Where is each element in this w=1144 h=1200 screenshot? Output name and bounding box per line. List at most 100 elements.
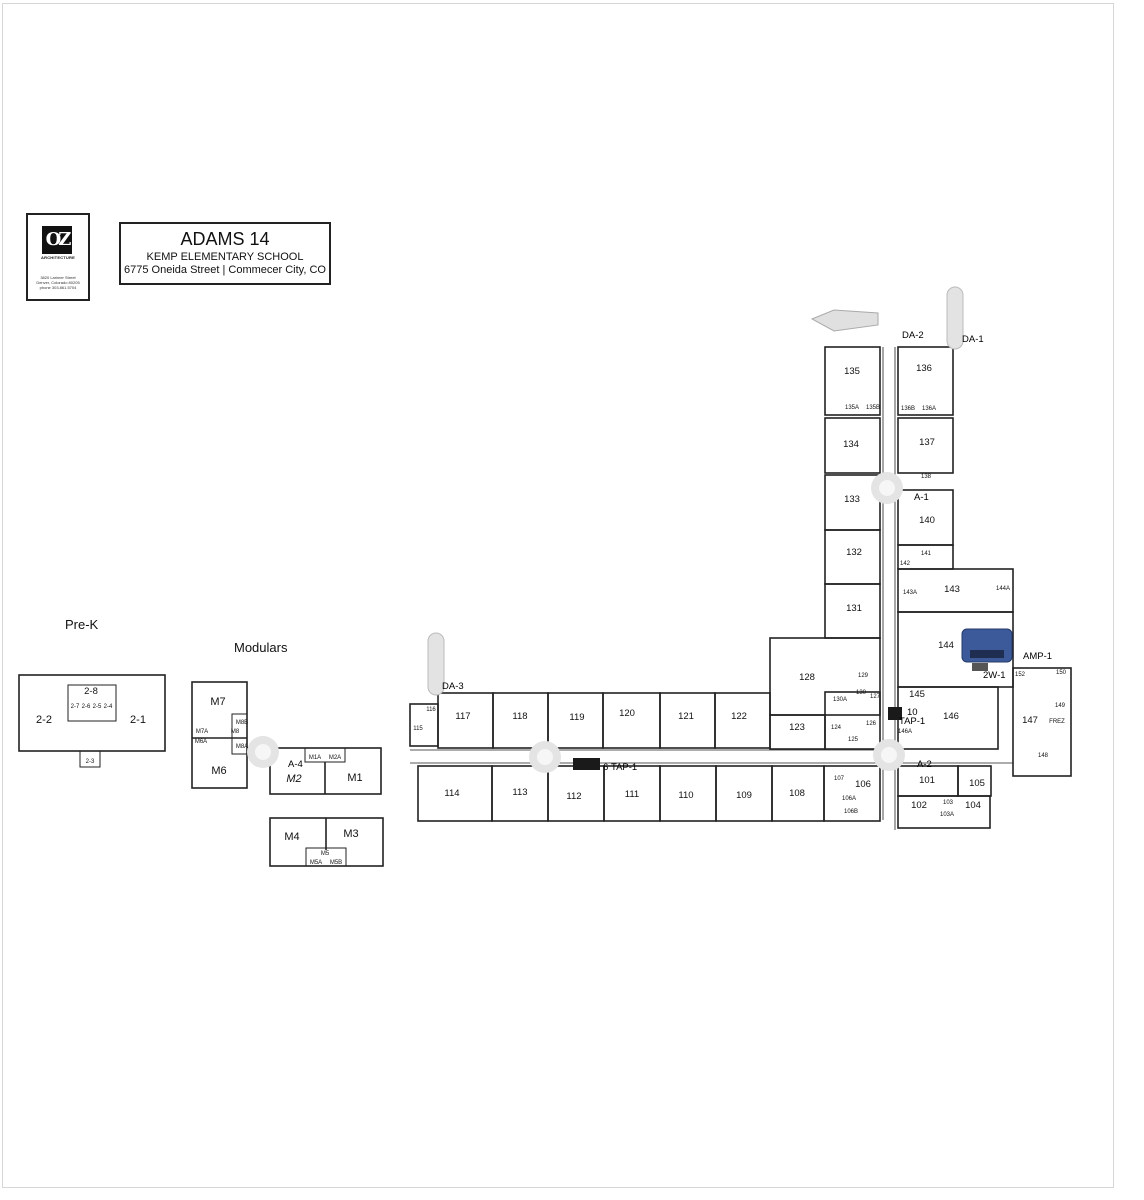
room-label: 143 <box>944 584 960 595</box>
room-label: 141 <box>921 551 932 557</box>
room-label: 101 <box>919 775 935 786</box>
room-label: 135 <box>844 366 860 377</box>
room-label: 138 <box>921 474 932 480</box>
room-label: 2-5 <box>93 704 102 710</box>
room-label: 140 <box>919 515 935 526</box>
room-label: 146 <box>943 711 959 722</box>
room-labels: 135 136 134 137 133 140 132 131 143 144 … <box>413 363 1066 818</box>
room-label: 2-7 <box>71 704 80 710</box>
room-label: 111 <box>625 789 639 800</box>
room-label: 145 <box>909 689 925 700</box>
room-label: 110 <box>678 790 693 801</box>
room-label: 135B <box>866 405 880 411</box>
room-label: 136 <box>916 363 932 374</box>
room-label: 144 <box>938 640 954 651</box>
logo-mark: OZ <box>42 226 72 254</box>
room-label: 106B <box>844 809 858 815</box>
room-label: 106 <box>855 779 871 790</box>
room-label: 126 <box>866 721 877 727</box>
room-label: 144A <box>996 586 1010 592</box>
room-label: 2-3 <box>86 759 95 765</box>
room-label: 116 <box>426 707 436 713</box>
da-3-antenna-icon <box>427 632 445 696</box>
equipment-label: 10 <box>907 707 918 718</box>
logo-address-line: phone 303.861.5704 <box>39 285 77 290</box>
room-label: 150 <box>1056 670 1067 676</box>
room-label: M2 <box>286 773 301 785</box>
room-label: 108 <box>789 788 805 799</box>
room-label: 148 <box>1038 753 1049 759</box>
room-label: 109 <box>736 790 752 801</box>
room-label: M4 <box>284 831 299 843</box>
room-label: 127 <box>870 694 881 700</box>
room-label: 2-6 <box>82 704 91 710</box>
equipment-label: TAP-1 <box>899 716 925 727</box>
room-label: 142 <box>900 561 911 567</box>
modulars-section-label: Modulars <box>234 640 288 655</box>
room-label: 121 <box>678 711 694 722</box>
antennas <box>427 286 964 696</box>
room-label: 143A <box>903 590 917 596</box>
room-label: 107 <box>834 776 845 782</box>
room-label: 119 <box>569 712 584 723</box>
room-label: 134 <box>843 439 859 450</box>
room-label: 136B <box>901 406 915 412</box>
equipment-label: 2W-1 <box>983 670 1006 681</box>
room-label: 112 <box>566 791 581 802</box>
equipment-label: A-1 <box>914 492 929 503</box>
equipment-label: DA-2 <box>902 330 924 341</box>
room-label: 104 <box>965 800 981 811</box>
room-label: 2-1 <box>130 714 146 726</box>
school-address: 6775 Oneida Street | Commecer City, CO <box>124 264 326 276</box>
room-label: FREZ <box>1049 719 1065 725</box>
room-label: 123 <box>789 722 805 733</box>
modular-labels: M7 M6 M7A M6A M8 M8A M8B M1 M2 M1A M2A M… <box>195 696 363 866</box>
room-label: M5B <box>330 860 342 866</box>
ceiling-devices <box>247 472 905 773</box>
room-label: 113 <box>512 787 527 798</box>
room-label: 103 <box>943 800 954 806</box>
prek-section-label: Pre-K <box>65 617 99 632</box>
equipment-label: AMP-1 <box>1023 651 1052 662</box>
room-label: M1A <box>309 755 321 761</box>
equipment-labels: DA-1 DA-2 DA-3 A-1 A-2 A-4 AMP-1 2W-1 10… <box>288 330 1052 773</box>
equipment-label: A-4 <box>288 759 303 770</box>
room-label: M3 <box>343 828 358 840</box>
tap-10-icon <box>888 707 902 720</box>
room-label: 124 <box>831 725 842 731</box>
title-block: ADAMS 14 KEMP ELEMENTARY SCHOOL 6775 One… <box>119 222 331 285</box>
room-label: 128 <box>799 672 815 683</box>
room-label: M8 <box>231 729 240 735</box>
tap-6-icon <box>573 758 600 770</box>
room-label: 132 <box>846 547 862 558</box>
room-label: 136A <box>922 406 936 412</box>
room-label: M2A <box>329 755 341 761</box>
da-2-antenna-icon <box>810 309 879 332</box>
logo-name: ARCHITECTURE <box>41 255 75 260</box>
room-label: 103A <box>940 812 954 818</box>
room-label: M6 <box>211 765 226 777</box>
logo-address: 3820 Larimer Street Denver, Colorado 802… <box>32 275 84 290</box>
room-label: M6A <box>195 739 207 745</box>
room-label: 129 <box>858 673 869 679</box>
room-label: 106A <box>842 796 856 802</box>
room-label: 131 <box>846 603 862 614</box>
room-label: M7A <box>196 729 208 735</box>
room-label: 105 <box>969 778 985 789</box>
room-label: 130A <box>833 697 847 703</box>
room-147 <box>1012 667 1072 777</box>
room-label: 152 <box>1015 672 1026 678</box>
room-label: 146A <box>898 729 912 735</box>
room-label: 117 <box>455 711 470 722</box>
room-label: 115 <box>413 726 423 732</box>
equipment-label: A-2 <box>917 759 932 770</box>
equipment-label: 6 <box>603 762 608 773</box>
room-label: 135A <box>845 405 859 411</box>
room-label: M1 <box>347 772 362 784</box>
room-label: 114 <box>444 788 459 799</box>
room-label: 2-2 <box>36 714 52 726</box>
room-label: 102 <box>911 800 927 811</box>
prek-labels: 2-2 2-1 2-8 2-7 2-6 2-5 2-4 2-3 <box>36 686 146 765</box>
room-label: 118 <box>512 711 527 722</box>
room-label: 120 <box>619 708 635 719</box>
